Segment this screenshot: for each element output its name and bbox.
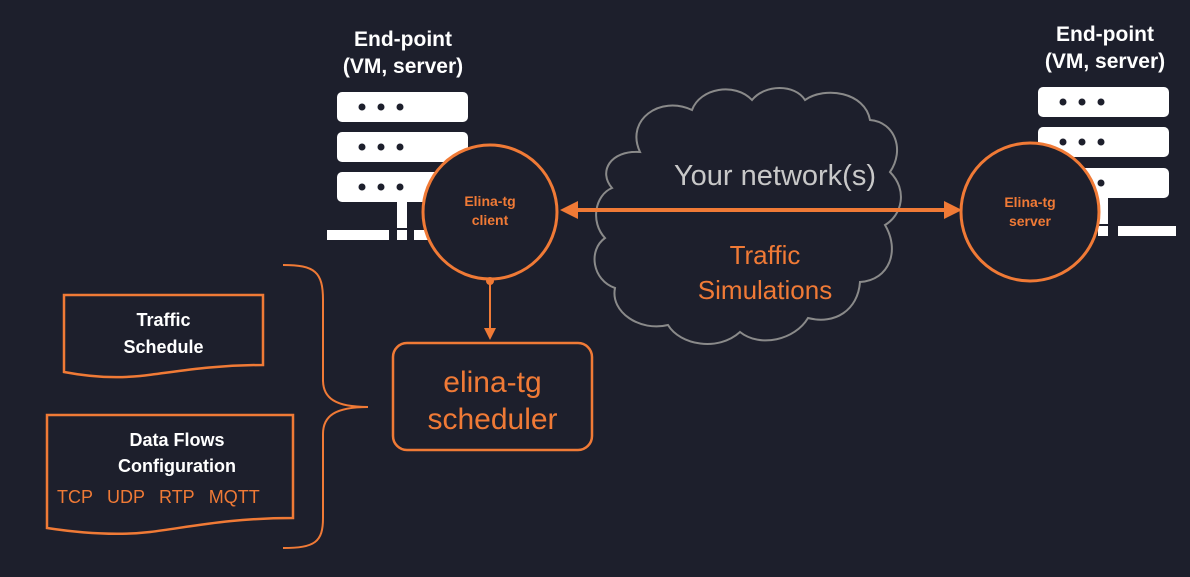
elina-tg-server-node: [959, 141, 1101, 283]
protocol-rtp: RTP: [159, 487, 195, 507]
scheduler-box: [391, 341, 594, 452]
client-label: Elina-tg client: [464, 193, 516, 228]
protocol-list: TCP UDP RTP MQTT: [57, 487, 297, 508]
curly-brace: [282, 264, 369, 549]
protocol-udp: UDP: [107, 487, 146, 507]
traffic-schedule-document-icon: [62, 293, 265, 379]
traffic-double-arrow: [560, 201, 962, 219]
scheduler-label: elina-tg scheduler: [427, 366, 558, 436]
protocol-mqtt: MQTT: [208, 487, 260, 507]
data-flows-document-icon: [45, 413, 295, 536]
cloud-subtitle: Traffic Simulations: [697, 240, 833, 305]
client-to-scheduler-arrow: [484, 277, 496, 340]
traffic-schedule-label: Traffic Schedule: [123, 310, 204, 357]
endpoint-left-title: End-point (VM, server): [342, 28, 464, 78]
cloud-title: Your network(s): [673, 160, 876, 192]
protocol-tcp: TCP: [57, 487, 93, 507]
data-flows-label: Data Flows Configuration: [118, 430, 236, 476]
server-label: Elina-tg server: [1004, 194, 1056, 229]
endpoint-right-title: End-point (VM, server): [1044, 23, 1166, 73]
network-cloud-icon: [593, 87, 902, 345]
